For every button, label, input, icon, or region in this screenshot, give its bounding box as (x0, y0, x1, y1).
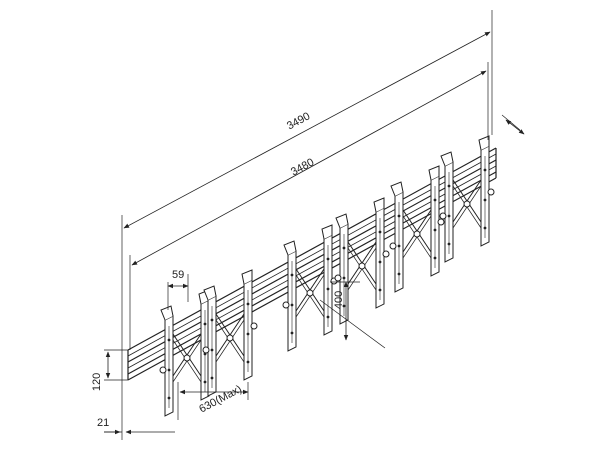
dimension-59: 59 (167, 269, 189, 289)
dimension-400-label: 400 (333, 291, 345, 309)
dimension-59-label: 59 (172, 269, 184, 281)
dimension-21: 21 (97, 417, 156, 435)
dimension-3480-label: 3480 (289, 156, 316, 178)
dimension-21-label: 21 (97, 417, 109, 429)
dimension-120-label: 120 (91, 373, 103, 391)
dimension-120: 120 (91, 351, 111, 391)
wall-rail (127, 147, 497, 381)
bracket-5 (389, 165, 445, 293)
bracket-3 (282, 224, 338, 352)
bracket-2 (202, 269, 258, 397)
depth-dimension (505, 119, 525, 135)
bracket-6 (439, 135, 495, 263)
dimension-400: 400 (333, 281, 349, 341)
